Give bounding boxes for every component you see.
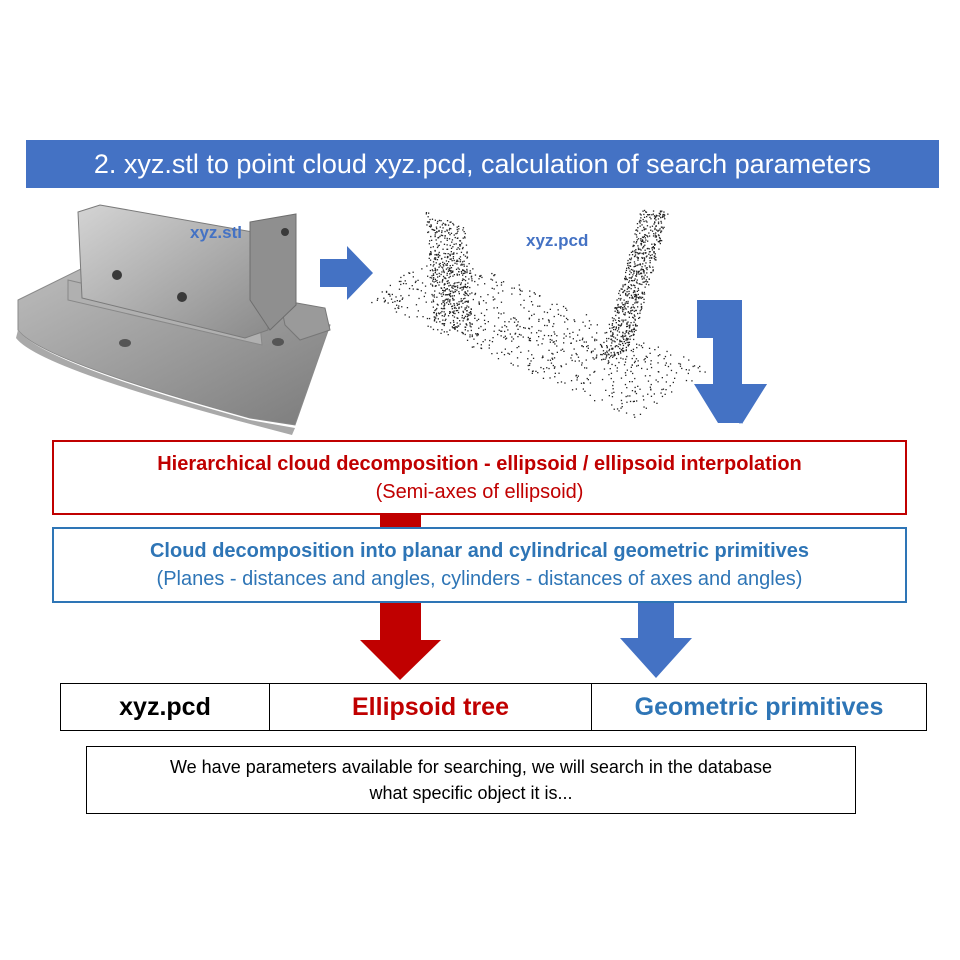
primitives-subtext: (Planes - distances and angles, cylinder… xyxy=(156,568,803,590)
primitives-heading: Cloud decomposition into planar and cyli… xyxy=(149,540,809,562)
result-cell-geometric-primitives: Geometric primitives xyxy=(634,692,884,721)
right-arrow xyxy=(320,246,373,300)
point-cloud-image xyxy=(371,209,706,418)
blue-down-arrow xyxy=(620,600,692,678)
stl-model-image xyxy=(16,204,331,435)
note-line-1: We have parameters available for searchi… xyxy=(170,757,772,777)
result-cell-pcd: xyz.pcd xyxy=(61,684,270,730)
results-table: xyz.pcd Ellipsoid tree Geometric primiti… xyxy=(60,683,927,731)
search-note-box: We have parameters available for searchi… xyxy=(86,746,856,814)
ellipsoid-decomposition-box: Hierarchical cloud decomposition - ellip… xyxy=(52,440,907,515)
primitives-decomposition-box: Cloud decomposition into planar and cyli… xyxy=(52,527,907,603)
title-banner: 2. xyz.stl to point cloud xyz.pcd, calcu… xyxy=(26,140,939,188)
note-line-2: what specific object it is... xyxy=(369,783,573,803)
result-cell-ellipsoid-tree: Ellipsoid tree xyxy=(270,684,592,730)
ellipsoid-heading: Hierarchical cloud decomposition - ellip… xyxy=(157,452,802,475)
title-text: 2. xyz.stl to point cloud xyz.pcd, calcu… xyxy=(93,148,872,179)
pcd-label: xyz.pcd xyxy=(526,231,589,250)
stl-label: xyz.stl xyxy=(190,223,242,242)
ellipsoid-subtext: (Semi-axes of ellipsoid) xyxy=(375,480,584,503)
